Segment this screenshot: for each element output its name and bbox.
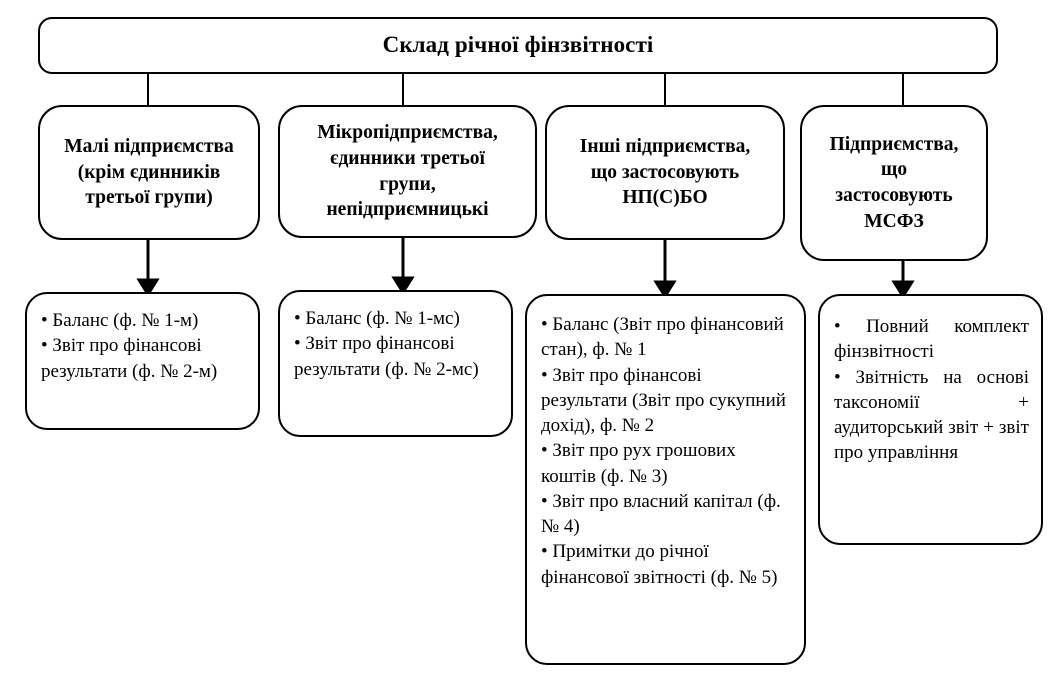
result-node-list: • Баланс (Звіт про фінансовий стан), ф. … (527, 296, 804, 598)
category-node-other-enterprises-npsbo[interactable]: Інші підприємства, що застосовують НП(С)… (545, 105, 785, 240)
list-item: • Примітки до річної фінансової звітност… (541, 541, 778, 588)
result-node-list: • Баланс (ф. № 1-мс) • Звіт про фінансов… (280, 292, 511, 390)
result-node-reports-micro[interactable]: • Баланс (ф. № 1-мс) • Звіт про фінансов… (278, 290, 513, 437)
result-node-reports-small[interactable]: • Баланс (ф. № 1-м) • Звіт про фінансові… (25, 292, 260, 430)
category-node-label: Малі підприємства (крім єдинників третьо… (64, 135, 234, 209)
root-node-financial-statements[interactable]: Склад річної фінзвітності (38, 17, 998, 74)
list-item: • Баланс (Звіт про фінансовий стан), ф. … (541, 314, 784, 361)
list-item: • Баланс (ф. № 1-мс) (294, 308, 460, 329)
root-node-label: Склад річної фінзвітності (382, 32, 654, 58)
category-node-micro-enterprises[interactable]: Мікропідприємства, єдинники третьої груп… (278, 105, 537, 238)
category-node-small-enterprises[interactable]: Малі підприємства (крім єдинників третьо… (38, 105, 260, 240)
list-item: • Звіт про власний капітал (ф. № 4) (541, 490, 781, 538)
list-item: • Звіт про фінансові результати (ф. № 2-… (294, 333, 479, 380)
list-item: • Баланс (ф. № 1-м) (41, 310, 199, 331)
result-node-reports-npsbo[interactable]: • Баланс (Звіт про фінансовий стан), ф. … (525, 294, 806, 665)
result-node-list: • Баланс (ф. № 1-м) • Звіт про фінансові… (27, 294, 258, 392)
list-item: • Звіт про рух грошових коштів (ф. № 3) (541, 440, 736, 487)
category-node-label: Інші підприємства, що застосовують НП(С)… (579, 135, 751, 209)
list-item: • Звіт про фінансові результати (Звіт пр… (541, 364, 786, 437)
list-item: • Повний комплект фінзвітності (834, 316, 1029, 363)
category-node-label: Підприємства, що застосовують МСФЗ (829, 133, 959, 232)
category-node-enterprises-msfz[interactable]: Підприємства, що застосовують МСФЗ (800, 105, 988, 261)
result-node-list: • Повний комплект фінзвітності • Звітніс… (820, 296, 1041, 474)
category-node-label: Мікропідприємства, єдинники третьої груп… (317, 122, 498, 221)
list-item: • Звітність на основі таксономії + аудит… (834, 366, 1029, 464)
list-item: • Звіт про фінансові результати (ф. № 2-… (41, 335, 218, 382)
result-node-reports-msfz[interactable]: • Повний комплект фінзвітності • Звітніс… (818, 294, 1043, 545)
